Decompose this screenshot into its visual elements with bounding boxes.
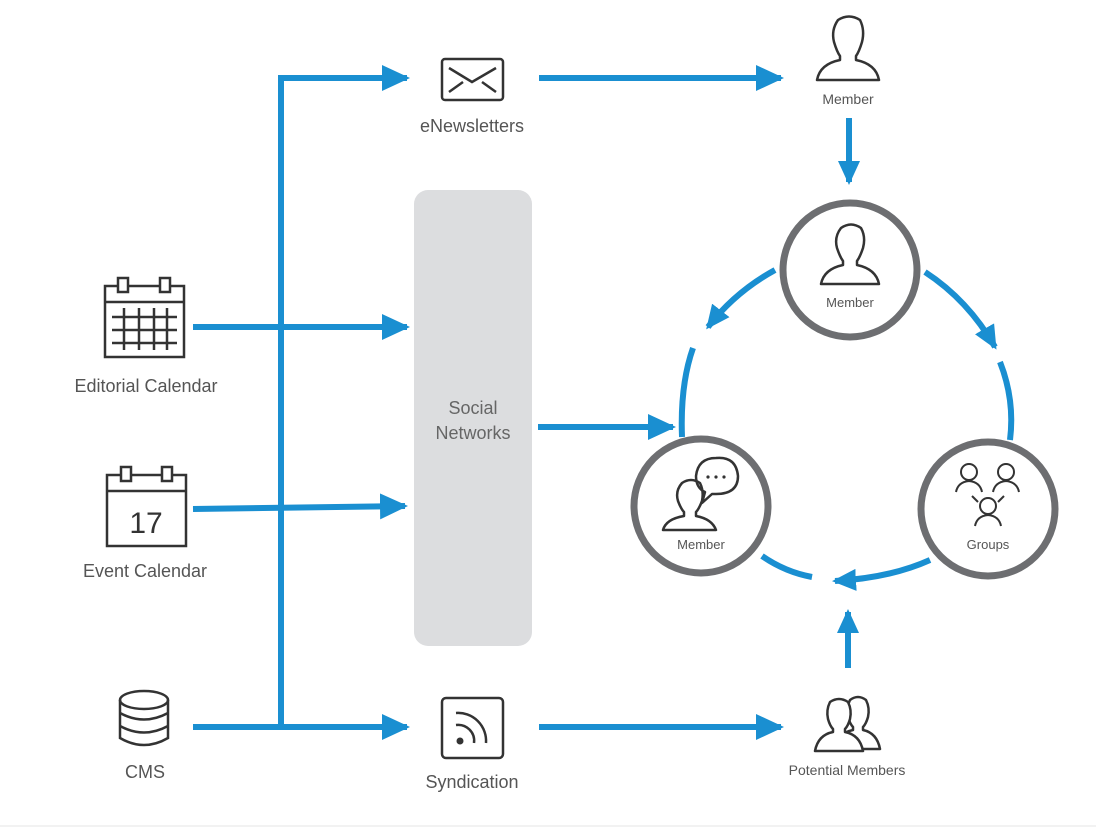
enewsletters-label: eNewsletters xyxy=(419,116,525,136)
event-calendar-label: Event Calendar xyxy=(82,561,208,581)
bottom-divider xyxy=(0,825,1096,827)
ring-groups xyxy=(917,438,1059,580)
member-circle-left-label: Member xyxy=(677,537,725,552)
member-circle-top-label: Member xyxy=(826,295,874,310)
calendar-grid-icon xyxy=(103,276,186,359)
social-networks-label-line1: Social xyxy=(448,398,498,418)
arc-right-top xyxy=(923,269,998,350)
editorial-calendar-label: Editorial Calendar xyxy=(74,376,218,396)
event-calendar-day: 17 xyxy=(129,507,162,540)
arc-bottom-left xyxy=(760,553,813,580)
syndication-label: Syndication xyxy=(425,772,519,792)
social-networks-label-line2: Networks xyxy=(435,423,511,443)
groups-label: Groups xyxy=(966,537,1010,552)
cms-label: CMS xyxy=(125,762,165,782)
arc-left-mid xyxy=(678,347,696,438)
arrow-event-to-social xyxy=(192,493,408,520)
potential-members-label: Potential Members xyxy=(788,762,906,778)
groups-icon xyxy=(955,463,1020,527)
arc-left-top xyxy=(705,267,777,330)
ring-member-top xyxy=(779,199,921,341)
member-circle-person-icon xyxy=(819,223,881,286)
member-chat-icon xyxy=(661,456,740,532)
potential-members-icon xyxy=(813,695,882,753)
social-networks-box xyxy=(414,190,532,646)
arc-right-mid xyxy=(997,360,1015,441)
member-person-icon xyxy=(815,15,881,82)
database-icon xyxy=(118,689,170,747)
cycle-rings xyxy=(630,199,1059,580)
connector-lines xyxy=(192,65,1015,740)
calendar-date-icon: 17 xyxy=(105,465,188,548)
envelope-icon xyxy=(440,57,505,102)
member-top-label: Member xyxy=(822,91,874,107)
social-networks-label: Social Networks xyxy=(413,396,533,446)
rss-feed-icon xyxy=(440,696,505,760)
arc-bottom-right xyxy=(832,557,932,591)
